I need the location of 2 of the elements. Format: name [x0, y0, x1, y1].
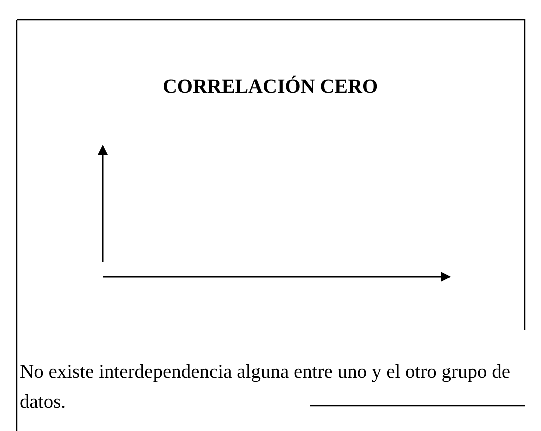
- title: CORRELACIÓN CERO: [162, 76, 380, 99]
- description-text: No existe interdependencia alguna entre uno y el otro grupo de datos.: [20, 361, 512, 415]
